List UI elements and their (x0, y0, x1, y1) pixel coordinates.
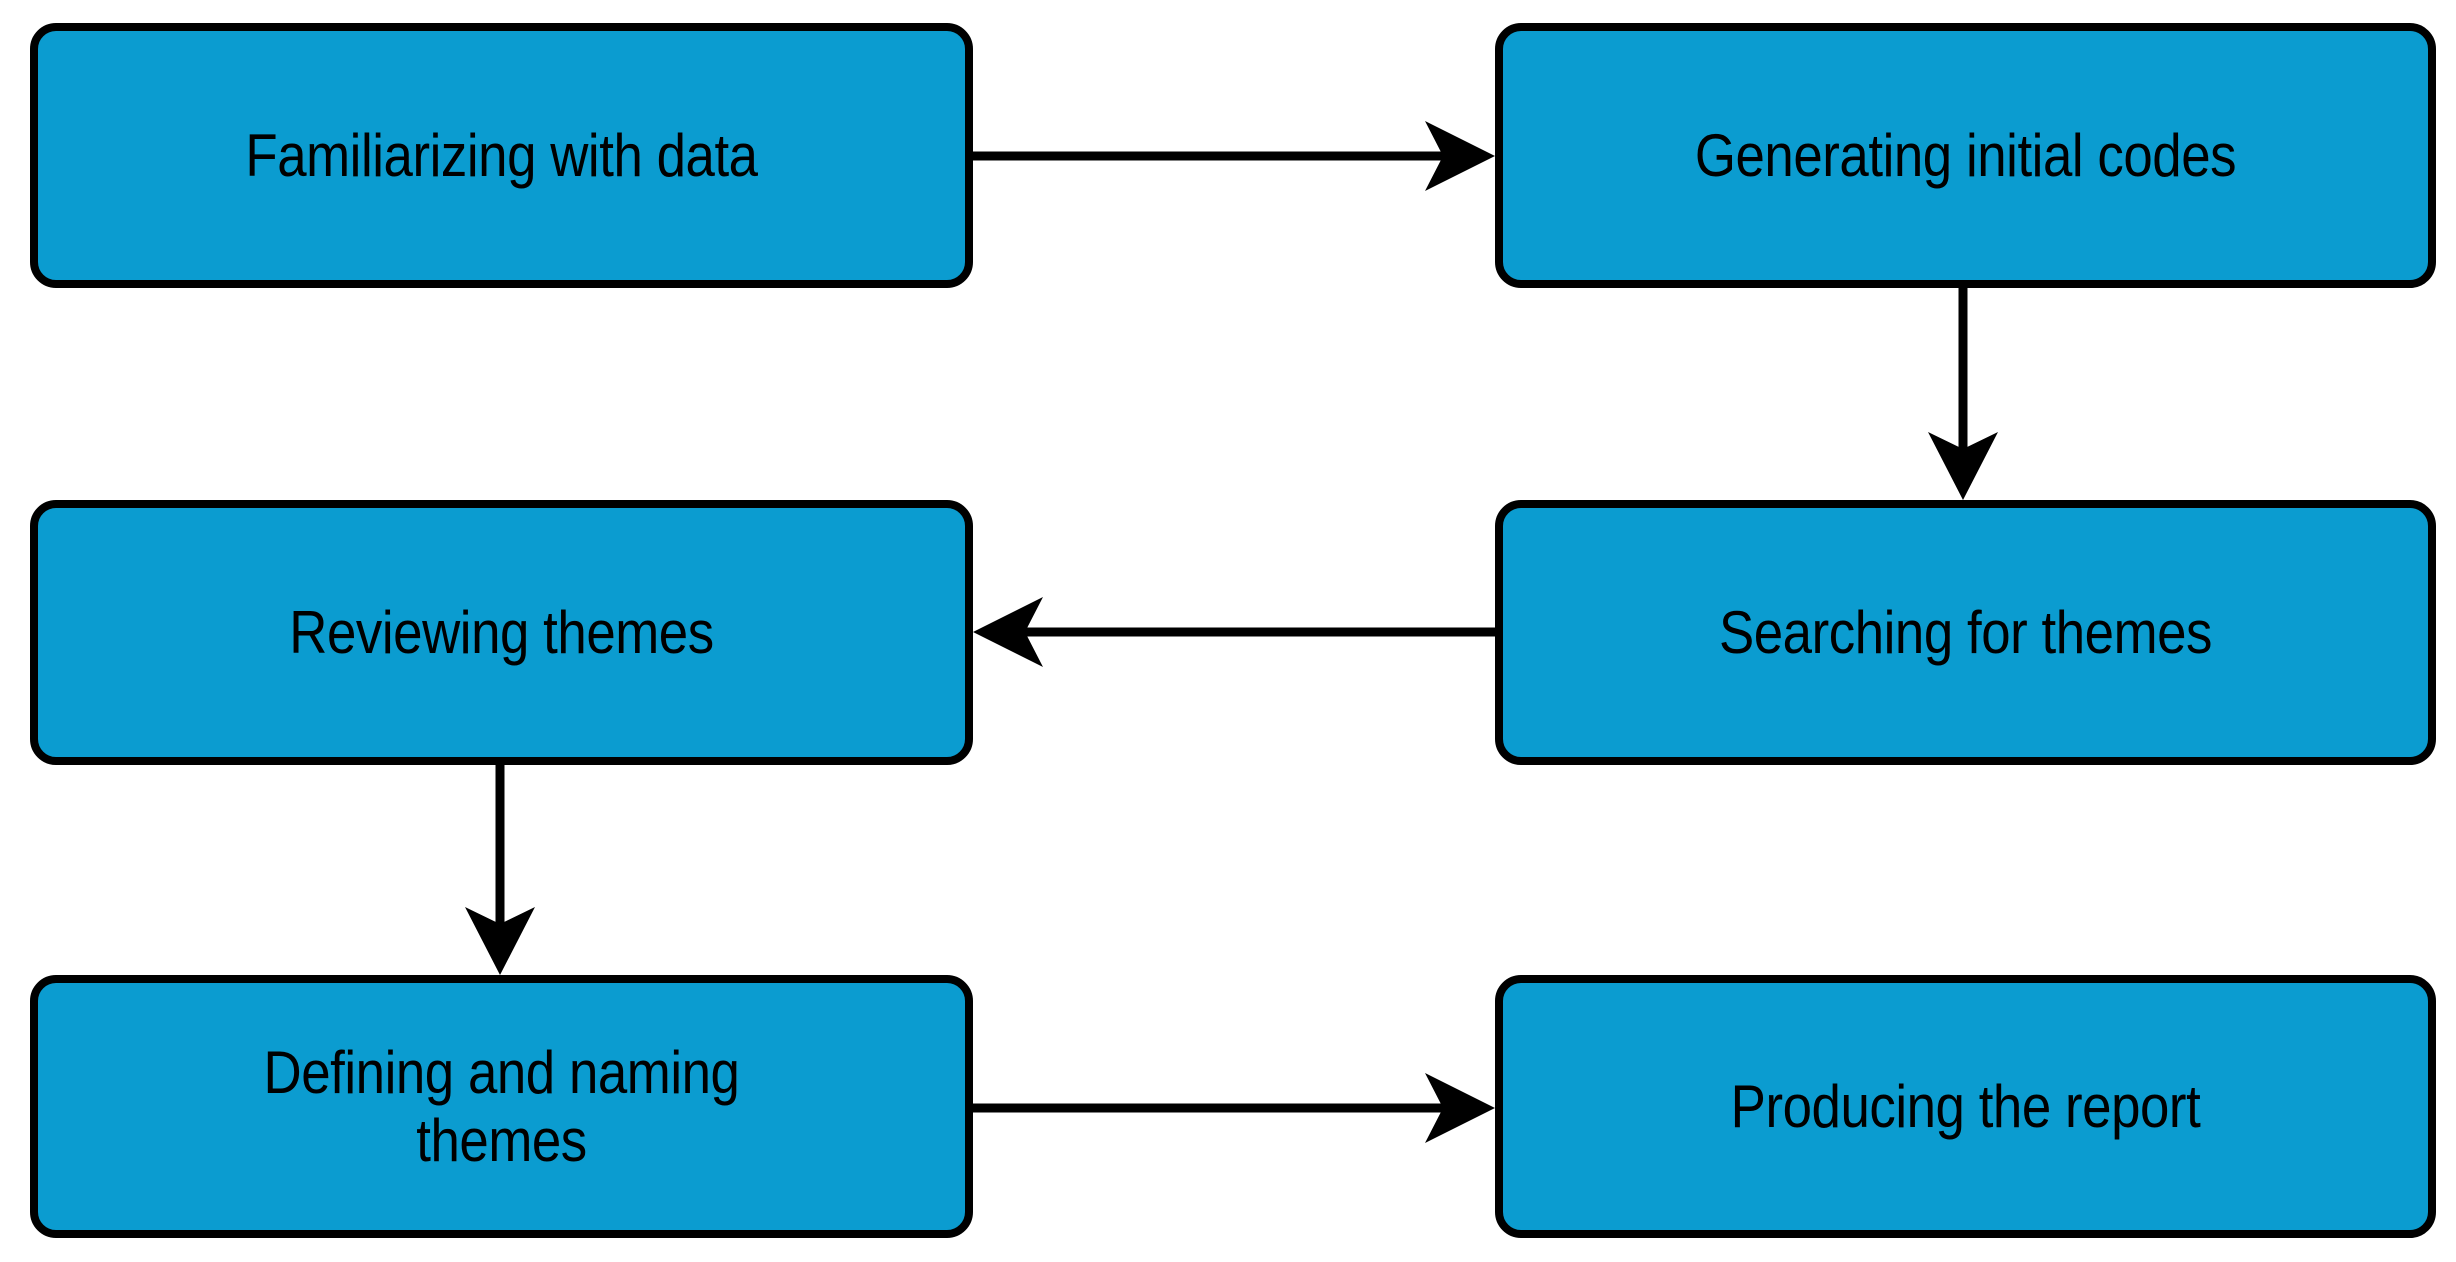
node-label-defining-and-naming-themes: Defining and naming themes (263, 1039, 740, 1174)
node-defining-and-naming-themes[interactable]: Defining and naming themes (30, 975, 973, 1238)
connector-defining-to-producing (973, 1073, 1495, 1143)
connector-familiarizing-to-generating (973, 121, 1495, 191)
connector-generating-to-searching (1928, 288, 1998, 500)
connector-reviewing-to-defining (465, 765, 535, 975)
node-label-reviewing-themes: Reviewing themes (289, 598, 714, 666)
node-generating-initial-codes[interactable]: Generating initial codes (1495, 23, 2436, 288)
node-reviewing-themes[interactable]: Reviewing themes (30, 500, 973, 765)
node-label-generating-initial-codes: Generating initial codes (1694, 121, 2237, 189)
connector-searching-to-reviewing (973, 597, 1495, 667)
node-label-familiarizing-with-data: Familiarizing with data (245, 121, 758, 189)
node-label-producing-the-report: Producing the report (1730, 1072, 2201, 1140)
node-label-searching-for-themes: Searching for themes (1718, 598, 2213, 666)
node-familiarizing-with-data[interactable]: Familiarizing with data (30, 23, 973, 288)
node-producing-the-report[interactable]: Producing the report (1495, 975, 2436, 1238)
node-searching-for-themes[interactable]: Searching for themes (1495, 500, 2436, 765)
